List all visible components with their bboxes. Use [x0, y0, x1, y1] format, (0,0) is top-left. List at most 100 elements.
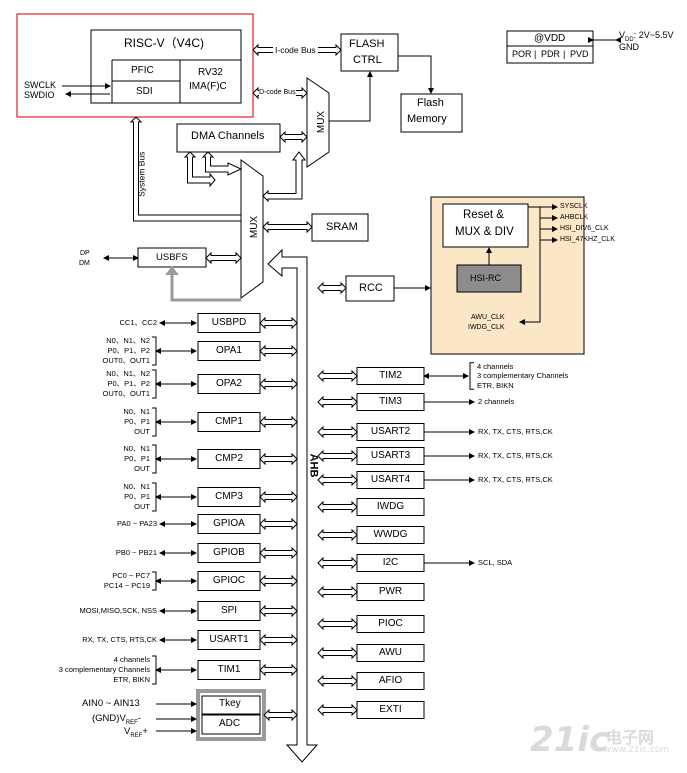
pin-usart2-0: RX, TX, CTS, RTS,CK [478, 427, 553, 436]
pin-tim2-0: 4 channels [477, 361, 514, 371]
reset-mux-label-2: MUX & DIV [455, 226, 514, 238]
left-block-label-usart1: USART1 [209, 633, 249, 645]
icode-bus-label: I-code Bus [273, 45, 318, 55]
pin-opa1-1: P0、P1、P2 [107, 346, 150, 355]
pin-gpioc-0: PC0 ~ PC7 [112, 571, 150, 580]
left-block-label-opa1: OPA1 [216, 344, 242, 356]
pin-opa2-1: P0、P1、P2 [107, 379, 150, 388]
pin-tim3-0: 2 channels [478, 397, 515, 406]
left-block-label-gpioa: GPIOA [213, 517, 245, 529]
flash-memory-label-2: Memory [407, 113, 447, 125]
clk-out-ahbclk: AHBCLK [560, 214, 589, 221]
adc-vref-minus: (GND)VREF- [92, 713, 141, 726]
pin-usart4-0: RX, TX, CTS, RTS,CK [478, 475, 553, 484]
pin-cmp3-2: OUT [134, 502, 150, 511]
right-block-label-pwr: PWR [378, 586, 403, 597]
sram-label: SRAM [326, 221, 358, 233]
rv32-label: RV32 [198, 67, 223, 78]
pin-usart3-0: RX, TX, CTS, RTS,CK [478, 451, 553, 460]
pin-cmp1-1: P0、P1 [124, 417, 150, 426]
vdd-sep-2: | [563, 49, 566, 59]
pin-opa2-0: N0、N1、N2 [106, 369, 150, 378]
rcc-label: RCC [359, 282, 383, 294]
pin-opa2-2: OUT0、OUT1 [102, 389, 150, 398]
watermark-cn: 电子网 [606, 728, 655, 747]
flash-memory-label: Flash [417, 97, 444, 109]
sdi-label: SDI [136, 86, 153, 97]
vdd-sep-1: | [534, 49, 537, 59]
core-box [90, 29, 242, 104]
upper-mux-label: MUX [316, 110, 328, 134]
flash-ctrl-label: FLASH [349, 38, 385, 50]
flash-ctrl-label-2: CTRL [353, 54, 382, 66]
pin-cmp2-0: N0、N1 [123, 444, 150, 453]
pin-gpiob-0: PB0 ~ PB21 [115, 548, 157, 557]
left-block-label-gpiob: GPIOB [213, 546, 245, 558]
right-block-label-pioc: PIOC [378, 618, 403, 629]
gnd-label: GND [619, 42, 639, 52]
right-block-label-i2c: I2C [382, 557, 399, 568]
right-block-label-iwdg: IWDG [376, 501, 405, 512]
clk-in-awu: AWU_CLK [471, 314, 505, 321]
pin-gpioa-0: PA0 ~ PA23 [117, 519, 157, 528]
right-block-label-tim2: TIM2 [379, 370, 402, 381]
system-bus-label: System Bus [136, 151, 147, 197]
watermark-logo: 21ic [530, 720, 610, 760]
adc-vref-plus: VREF+ [124, 726, 148, 739]
clk-out-hsi-div6: HSI_DIV6_CLK [560, 225, 609, 232]
usbfs-dm-pin: DM [79, 260, 90, 267]
pin-cmp2-1: P0、P1 [124, 454, 150, 463]
pin-i2c-0: SCL, SDA [478, 558, 513, 567]
vdd-pvd: PVD [570, 49, 589, 59]
right-block-wwdg [356, 526, 425, 544]
pin-gpioc-1: PC14 ~ PC19 [103, 581, 150, 590]
left-block-label-cmp3: CMP3 [215, 490, 243, 502]
clk-out-hsi-47k: HSI_47KHZ_CLK [560, 236, 615, 243]
left-block-label-usbpd: USBPD [211, 316, 247, 328]
pin-cmp1-0: N0、N1 [123, 407, 150, 416]
vdd-por: POR [512, 49, 532, 59]
core-title: RISC-V（V4C) [124, 36, 205, 50]
pin-cmp3-1: P0、P1 [124, 492, 150, 501]
hsi-rc-label: HSI-RC [470, 273, 501, 283]
pin-opa1-0: N0、N1、N2 [106, 336, 150, 345]
pin-tim2-1: 3 complementary Channels [477, 371, 569, 381]
swclk-pin: SWCLK [24, 80, 57, 90]
right-block-iwdg [356, 498, 425, 516]
left-block-label-spi: SPI [220, 604, 238, 616]
right-block-afio [356, 672, 425, 690]
pin-opa1-2: OUT0、OUT1 [102, 356, 150, 365]
pin-cmp3-0: N0、N1 [123, 482, 150, 491]
pin-tim1-0: 4 channels [113, 655, 150, 664]
left-block-label-opa2: OPA2 [216, 377, 242, 389]
pin-tim1-2: ETR, BIKN [113, 675, 150, 684]
adc-ain-pins: AIN0 ~ AIN13 [82, 698, 140, 709]
adc-label: ADC [219, 718, 241, 729]
rv32-ext-label: IMA(F)C [189, 81, 227, 92]
right-block-label-usart2: USART2 [370, 426, 411, 437]
pin-tim1-1: 3 complementary Channels [58, 665, 150, 674]
right-block-label-wwdg: WWDG [373, 529, 408, 540]
pin-spi-0: MOSI,MISO,SCK, NSS [79, 606, 157, 615]
clk-out-sysclk: SYSCLK [560, 203, 588, 210]
usbfs-dp-pin: DP [80, 250, 90, 257]
usbfs-label: USBFS [156, 252, 188, 263]
right-block-pioc [356, 615, 425, 633]
vdd-pdr: PDR [541, 49, 561, 59]
right-block-label-afio: AFIO [378, 675, 403, 686]
pin-usbpd-0: CC1、CC2 [119, 318, 157, 327]
right-block-label-usart3: USART3 [370, 450, 411, 461]
right-block-label-awu: AWU [379, 647, 402, 658]
core-highlight-frame [16, 13, 254, 118]
right-block-pwr [356, 583, 425, 601]
tkey-label: Tkey [219, 698, 241, 709]
right-block-label-tim3: TIM3 [379, 396, 402, 407]
pin-cmp2-2: OUT [134, 464, 150, 473]
pfic-label: PFIC [131, 65, 154, 76]
left-block-label-cmp2: CMP2 [215, 452, 243, 464]
right-block-label-exti: EXTI [379, 704, 402, 715]
dma-label: DMA Channels [191, 130, 265, 142]
vdd-range: VDD: 2V~5.5V [619, 30, 674, 43]
